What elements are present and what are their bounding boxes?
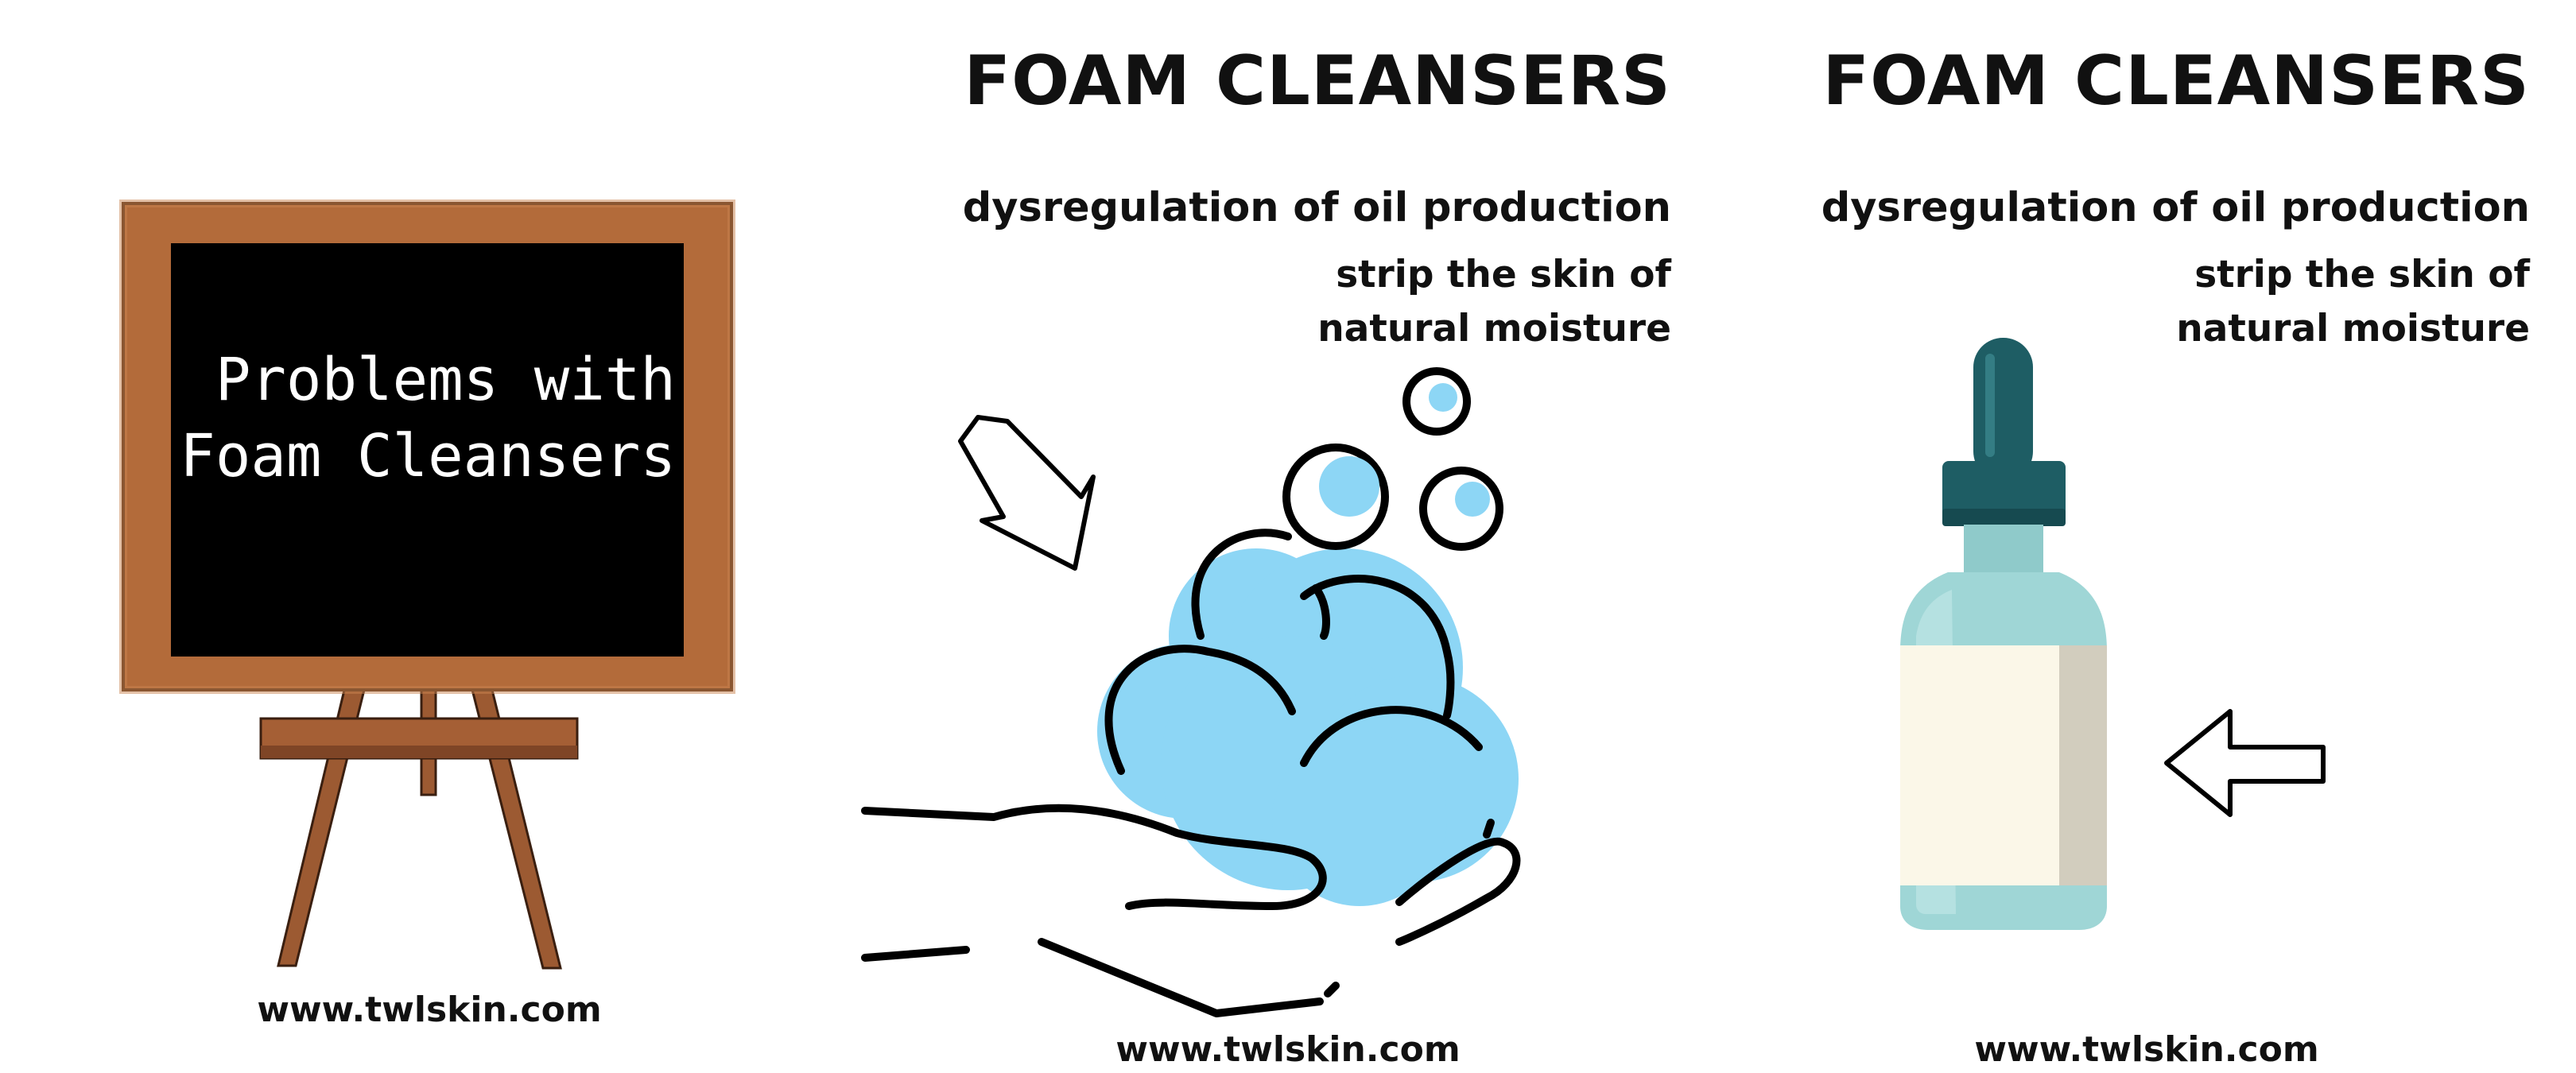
panel-heading: FOAM CLEANSERS: [1822, 41, 2530, 121]
website-url[interactable]: www.twlskin.com: [257, 990, 602, 1030]
panel-foam: FOAM CLEANSERS dysregulation of oil prod…: [859, 0, 1717, 1073]
website-url[interactable]: www.twlskin.com: [1115, 1029, 1461, 1070]
panel-chalkboard: Problems with Foam Cleansers www.twlskin…: [0, 0, 859, 1073]
problem-oil-production: dysregulation of oil production: [962, 184, 1671, 231]
website-url[interactable]: www.twlskin.com: [1974, 1029, 2319, 1070]
serum-bottle-icon: [1900, 338, 2326, 930]
problem-strip-moisture: strip the skin of natural moisture: [1317, 253, 1671, 351]
problem-strip-moisture: strip the skin of natural moisture: [2176, 253, 2530, 351]
panel-serum: FOAM CLEANSERS dysregulation of oil prod…: [1717, 0, 2576, 1073]
hand-foam-icon: [861, 367, 1521, 1017]
panel-heading: FOAM CLEANSERS: [964, 41, 1671, 121]
problem-oil-production: dysregulation of oil production: [1821, 184, 2530, 231]
chalkboard-icon: [119, 199, 735, 970]
chalkboard-text: Problems with Foam Cleansers: [180, 346, 676, 490]
